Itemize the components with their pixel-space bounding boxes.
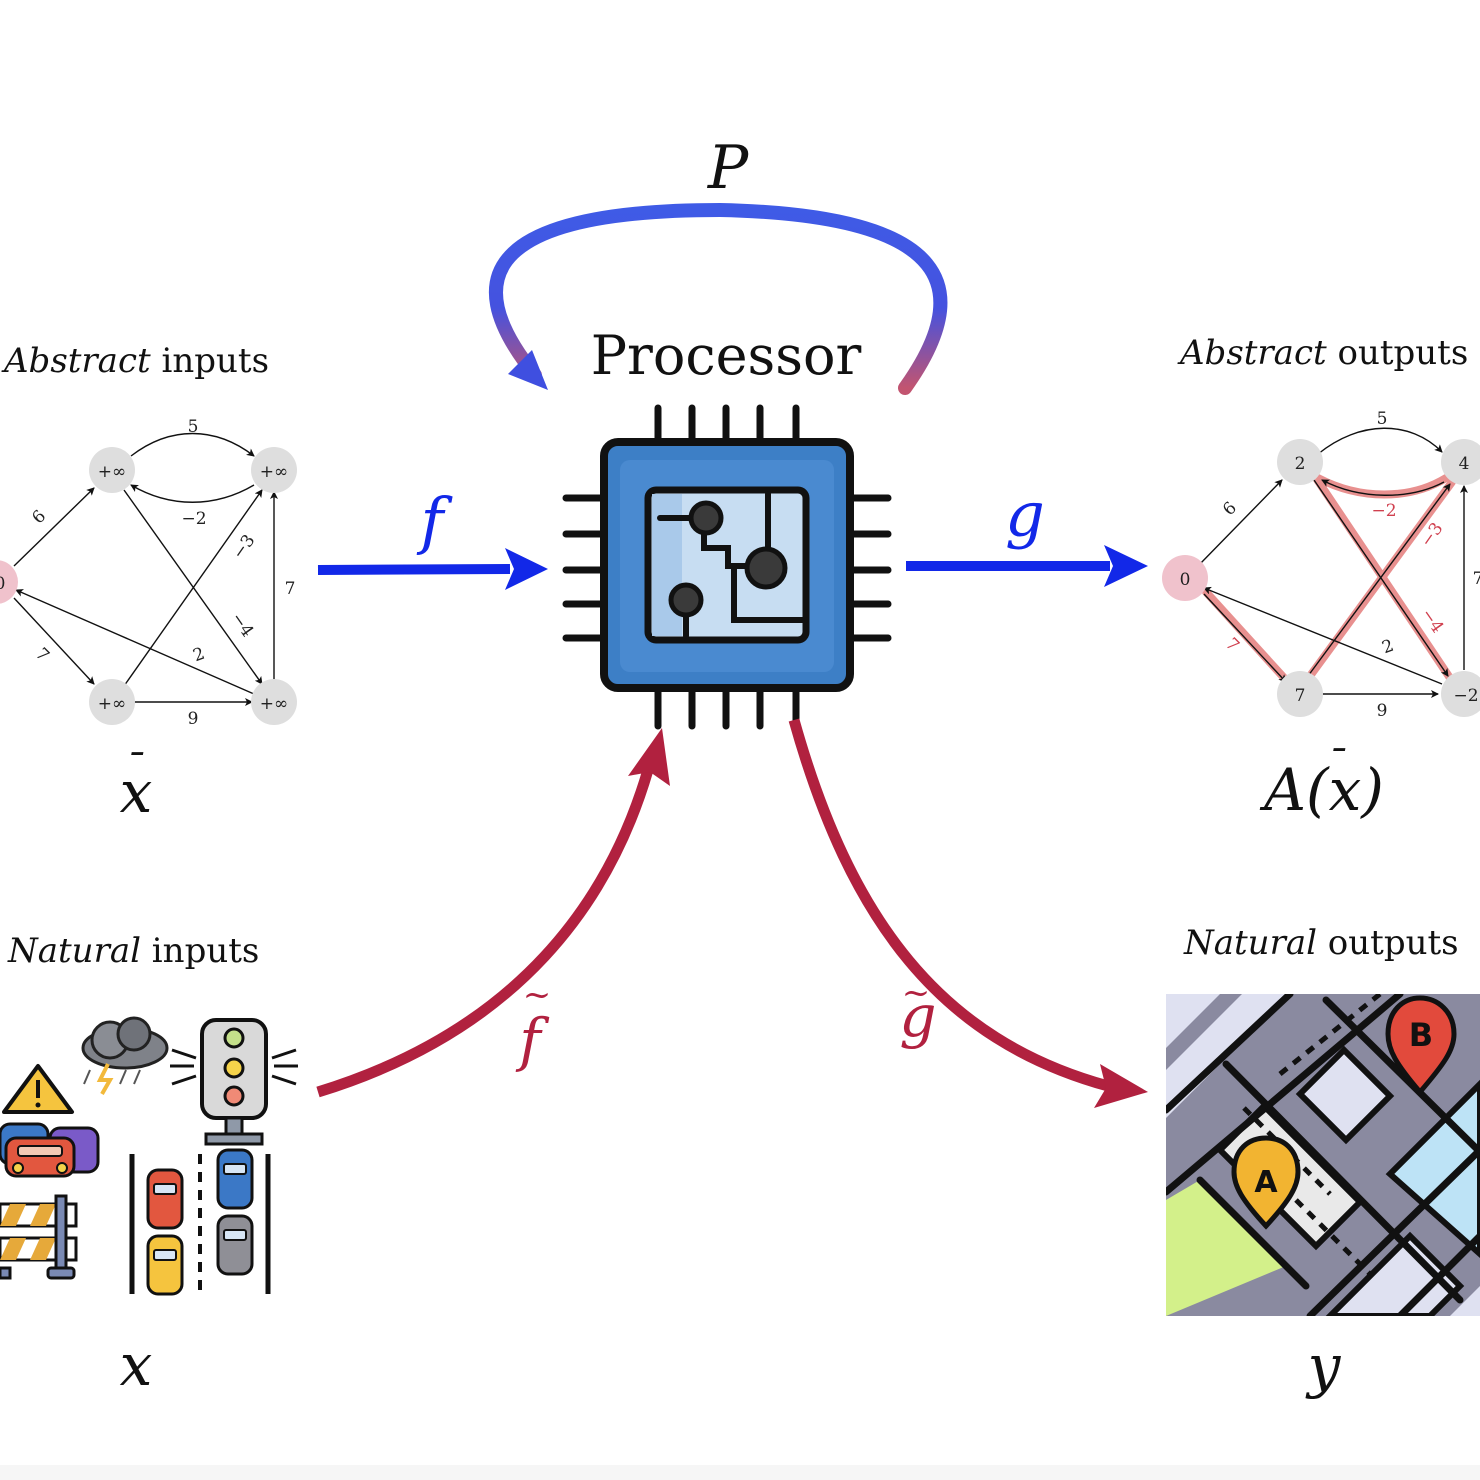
edge-label: 7 — [1473, 569, 1480, 589]
edge-label: 9 — [1377, 701, 1388, 721]
decoder-label: g — [1005, 478, 1045, 551]
edge-label: 2 — [190, 644, 207, 666]
node-label: +∞ — [98, 694, 126, 714]
natural-output-symbol: y — [1305, 1332, 1342, 1400]
edge-label: 7 — [1221, 634, 1243, 656]
edge-label: 7 — [31, 644, 53, 666]
node-label: 0 — [1180, 570, 1191, 590]
natural-decoder-label: g — [899, 982, 936, 1050]
encoder-label: f — [417, 484, 454, 557]
abstract-input-bar: ¯ — [124, 746, 144, 792]
page-footer-band — [0, 1465, 1480, 1480]
natural-encoder-tilde: ~ — [523, 975, 552, 1015]
road-barrier-icon — [0, 1194, 78, 1280]
node-label: 2 — [1295, 454, 1306, 474]
edge-label: −4 — [227, 609, 258, 641]
processor-chip-icon — [562, 404, 892, 730]
natural-outputs-panel: Natural outputs — [1166, 923, 1480, 1400]
warning-icon — [2, 1064, 74, 1114]
loop-arrowhead — [508, 350, 548, 390]
node-label: 0 — [0, 574, 5, 594]
loop-arc — [489, 202, 948, 395]
encoder-arrow: f — [317, 484, 548, 590]
decoder-arrow: g — [906, 478, 1148, 587]
abstract-outputs-caption: Abstract outputs — [1177, 333, 1468, 373]
node-label: +∞ — [98, 462, 126, 482]
natural-outputs-caption: Natural outputs — [1183, 923, 1459, 963]
edge-label: 5 — [188, 417, 199, 437]
natural-encoder-arrow: f ~ — [316, 728, 670, 1098]
node-label: +∞ — [260, 462, 288, 482]
traffic-light-icon — [170, 1018, 298, 1146]
edge-label: −2 — [1371, 501, 1396, 521]
storm-cloud-icon — [81, 1016, 169, 1095]
edge-label: −2 — [181, 509, 206, 529]
natural-decoder-arrow: g ~ — [788, 718, 1148, 1108]
pin-a-icon: A — [1231, 1135, 1301, 1230]
node-label: 7 — [1295, 686, 1306, 706]
natural-input-symbol: x — [120, 1331, 153, 1399]
road-lanes-icon — [129, 1148, 271, 1296]
abstract-inputs-caption: Abstract inputs — [1, 341, 269, 381]
pin-b-icon: B — [1385, 995, 1457, 1096]
node-label: +∞ — [260, 694, 288, 714]
traffic-jam-icon — [0, 1122, 100, 1178]
edge-label: 5 — [1377, 409, 1388, 429]
abstract-outputs-panel: Abstract outputs 2 4 0 7 −2 5 — [1162, 333, 1480, 824]
edge-label: 9 — [188, 709, 199, 729]
abstract-inputs-panel: Abstract inputs +∞ +∞ +∞ +∞ 0 5 −2 6 7 −… — [0, 341, 297, 826]
abstract-output-symbol: A(x) — [1259, 756, 1384, 824]
loop-label: P — [707, 133, 750, 203]
processor-label: Processor — [591, 324, 862, 387]
pin-a-label: A — [1254, 1165, 1278, 1200]
edge-label: 6 — [1219, 498, 1241, 520]
processor-loop: P — [489, 133, 948, 395]
abstract-input-symbol: x — [120, 758, 153, 826]
natural-decoder-tilde: ~ — [902, 973, 931, 1013]
edge-label: 6 — [28, 506, 50, 528]
pin-b-label: B — [1409, 1016, 1433, 1054]
natural-encoder-label: f — [515, 1006, 550, 1074]
edge-label: −3 — [229, 531, 260, 563]
node-label: 4 — [1459, 454, 1470, 474]
abstract-output-bar: ¯ — [1326, 742, 1346, 788]
node-label: −2 — [1453, 686, 1478, 706]
natural-inputs-panel: Natural inputs — [0, 931, 298, 1399]
edge-label: 2 — [1379, 636, 1396, 658]
natural-inputs-caption: Natural inputs — [7, 931, 259, 971]
edge-label: 7 — [285, 579, 296, 599]
